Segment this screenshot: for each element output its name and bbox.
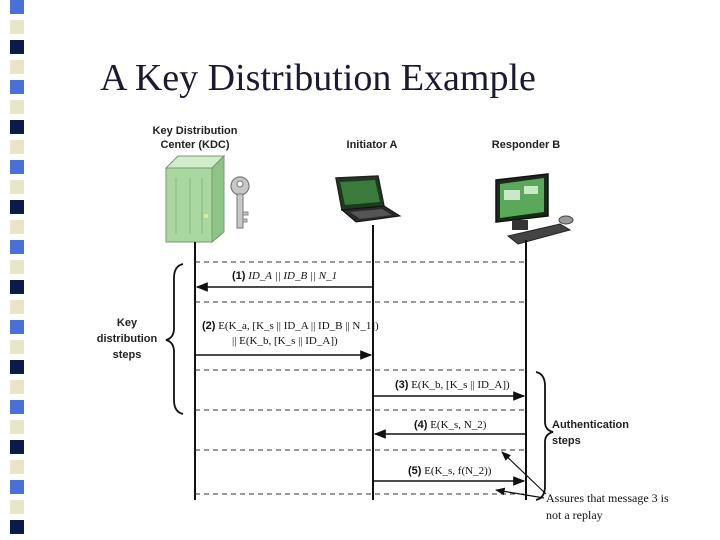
message-4-label: (4) E(K_s, N_2) — [414, 419, 486, 431]
message-3-step: (3) — [395, 379, 409, 391]
message-4-text: E(K_s, N_2) — [430, 419, 487, 431]
laptop-icon — [335, 175, 402, 223]
message-2-text2: || E(K_b, [K_s || ID_A]) — [232, 335, 338, 347]
stripe-square — [10, 20, 24, 34]
authentication-brace — [535, 371, 554, 501]
kdc-label-text: Key Distribution Center (KDC) — [152, 125, 238, 151]
stripe-square — [10, 300, 24, 314]
mouse-icon — [558, 215, 574, 225]
kdc-label: Key Distribution Center (KDC) — [140, 124, 250, 152]
keyboard-icon — [506, 223, 572, 245]
server-icon — [164, 154, 226, 244]
message-5-text: E(K_s, f(N_2)) — [424, 465, 492, 477]
message-5-label: (5) E(K_s, f(N_2)) — [408, 465, 491, 477]
stripe-square — [10, 0, 24, 14]
stripe-square — [10, 400, 24, 414]
stripe-square — [10, 500, 24, 514]
initiator-label: Initiator A — [346, 139, 398, 151]
stripe-square — [10, 280, 24, 294]
desktop-computer-icon — [495, 173, 549, 230]
message-3-label: (3) E(K_b, [K_s || ID_A]) — [395, 379, 510, 391]
note-arrow-to-message-5 — [495, 487, 545, 499]
responder-label: Responder B — [491, 139, 561, 151]
key-distribution-steps-label: Key distribution steps — [95, 315, 159, 363]
message-1-label: (1) ID_A || ID_B || N_1 — [232, 270, 337, 282]
key-distribution-steps-text: Key distribution steps — [96, 317, 158, 361]
stripe-square — [10, 220, 24, 234]
stripe-square — [10, 380, 24, 394]
message-5-step: (5) — [408, 465, 422, 477]
replay-note: Assures that message 3 is not a replay — [546, 490, 669, 524]
stripe-square — [10, 240, 24, 254]
authentication-steps-text: Authentication steps — [552, 419, 629, 447]
stripe-square — [10, 340, 24, 354]
stripe-square — [10, 520, 24, 534]
stripe-square — [10, 480, 24, 494]
message-1-step: (1) — [232, 270, 246, 282]
stripe-square — [10, 440, 24, 454]
stripe-square — [10, 260, 24, 274]
replay-note-text: Assures that message 3 is not a replay — [546, 491, 669, 522]
stripe-square — [10, 360, 24, 374]
stripe-square — [10, 460, 24, 474]
message-2-label-line2: || E(K_b, [K_s || ID_A]) — [232, 335, 338, 347]
stripe-square — [10, 200, 24, 214]
stripe-square — [10, 40, 24, 54]
stripe-square — [10, 100, 24, 114]
stripe-square — [10, 80, 24, 94]
note-arrow-to-message-4 — [501, 451, 547, 495]
slide-title: A Key Distribution Example — [100, 57, 536, 99]
stripe-square — [10, 120, 24, 134]
key-icon — [230, 176, 250, 229]
stripe-square — [10, 180, 24, 194]
stripe-square — [10, 420, 24, 434]
step-separators — [195, 261, 526, 495]
stripe-square — [10, 60, 24, 74]
message-3-text: E(K_b, [K_s || ID_A]) — [411, 379, 510, 391]
stripe-square — [10, 320, 24, 334]
key-distribution-brace — [165, 263, 184, 415]
decorative-stripe — [10, 0, 24, 540]
message-2-label: (2) E(K_a, [K_s || ID_A || ID_B || N_1]) — [202, 320, 379, 332]
message-1-text: ID_A || ID_B || N_1 — [248, 270, 338, 282]
stripe-square — [10, 160, 24, 174]
message-2-step: (2) — [202, 320, 216, 332]
authentication-steps-label: Authentication steps — [552, 417, 652, 449]
message-4-step: (4) — [414, 419, 428, 431]
stripe-square — [10, 140, 24, 154]
message-2-text: E(K_a, [K_s || ID_A || ID_B || N_1]) — [218, 320, 379, 332]
